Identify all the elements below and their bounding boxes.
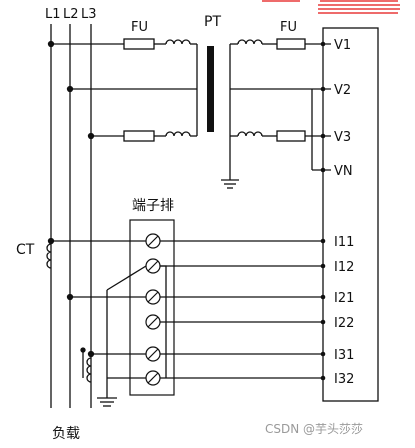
terminal-i12: I12 (334, 260, 354, 275)
terminal-i21: I21 (334, 291, 354, 306)
terminal-v3: V3 (334, 130, 351, 145)
fuse-right-label: FU (280, 20, 297, 35)
line-label-l3: L3 (81, 7, 97, 22)
terminal-i11: I11 (334, 235, 354, 250)
terminal-vn: VN (334, 164, 353, 179)
ct-label: CT (16, 242, 35, 258)
line-label-l1: L1 (45, 7, 61, 22)
left-fuse-circuit (47, 38, 198, 142)
meter-terminal-labels: V1 V2 V3 VN I11 I12 I21 I22 I31 I32 (334, 38, 354, 387)
terminal-v2: V2 (334, 83, 351, 98)
load-ground-icon (97, 397, 117, 407)
meter-box (322, 27, 379, 402)
line-label-l2: L2 (63, 7, 79, 22)
terminal-block-label: 端子排 (132, 198, 174, 214)
load-label: 负载 (52, 426, 80, 442)
right-fuse-circuit (229, 38, 331, 172)
current-wiring (47, 237, 323, 398)
redaction-mark (262, 0, 400, 14)
terminal-v1: V1 (334, 38, 351, 53)
terminal-i32: I32 (334, 372, 354, 387)
terminal-i31: I31 (334, 348, 354, 363)
fuse-left-label: FU (131, 20, 148, 35)
terminal-block (129, 219, 175, 396)
ct-coil-icon (46, 243, 92, 383)
watermark: CSDN @芋头莎莎 (265, 422, 363, 436)
terminal-i22: I22 (334, 316, 354, 331)
pt-ground-icon (221, 172, 239, 189)
pt-label: PT (204, 14, 221, 30)
pt-core (207, 46, 214, 132)
